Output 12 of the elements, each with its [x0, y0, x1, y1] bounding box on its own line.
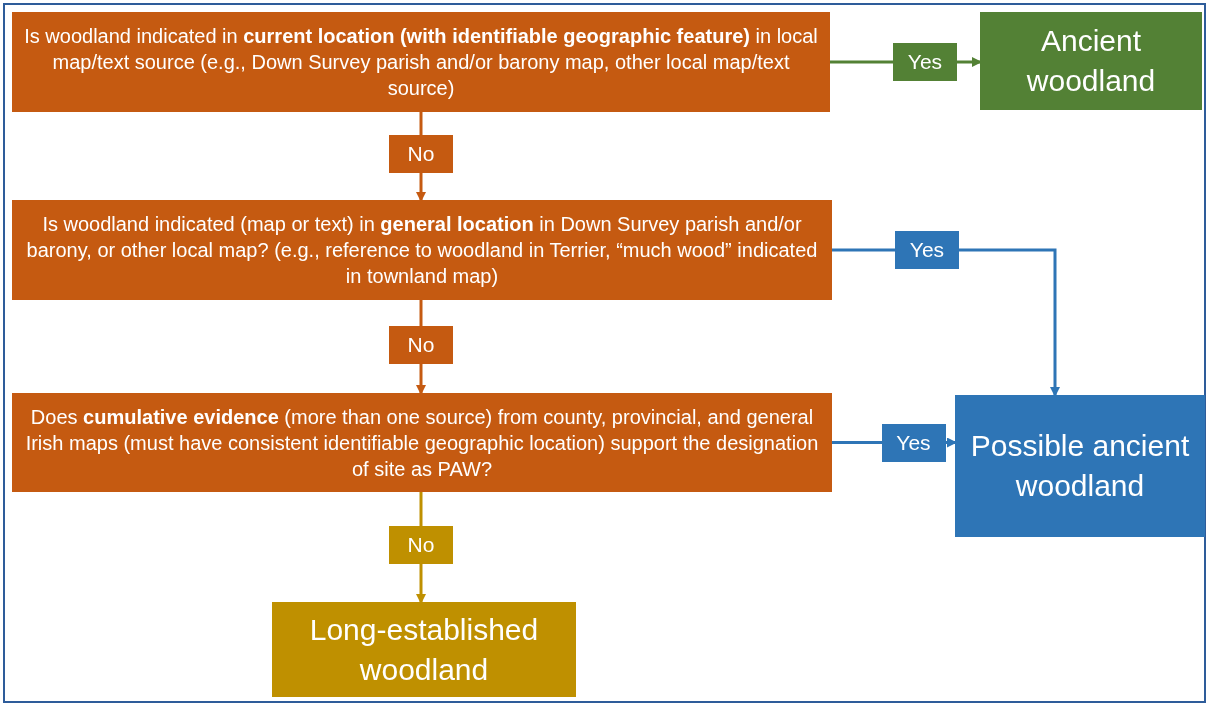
question-box: Does cumulative evidence (more than one source) from county, provincial, and general Irish maps (must have consistent identifiable geographic location) support the designation of site as PAW? [12, 393, 832, 492]
edge-label: No [389, 135, 453, 173]
question-box: Is woodland indicated (map or text) in general location in Down Survey parish and/or barony, or other local map? (e.g., reference to woodland in Terrier, “much wood” indicated in townland map) [12, 200, 832, 300]
result-box: Possible ancient woodland [955, 395, 1205, 537]
question-box: Is woodland indicated in current location (with identifiable geographic feature) in local map/text source (e.g., Down Survey parish and/or barony map, other local map/text source) [12, 12, 830, 112]
result-box: Ancient woodland [980, 12, 1202, 110]
edge-label: Yes [893, 43, 957, 81]
edge-label: No [389, 325, 453, 364]
edge-label: No [389, 526, 453, 564]
result-box: Long-established woodland [272, 602, 576, 697]
edge-label: Yes [881, 423, 946, 462]
edge-label: Yes [895, 231, 959, 269]
